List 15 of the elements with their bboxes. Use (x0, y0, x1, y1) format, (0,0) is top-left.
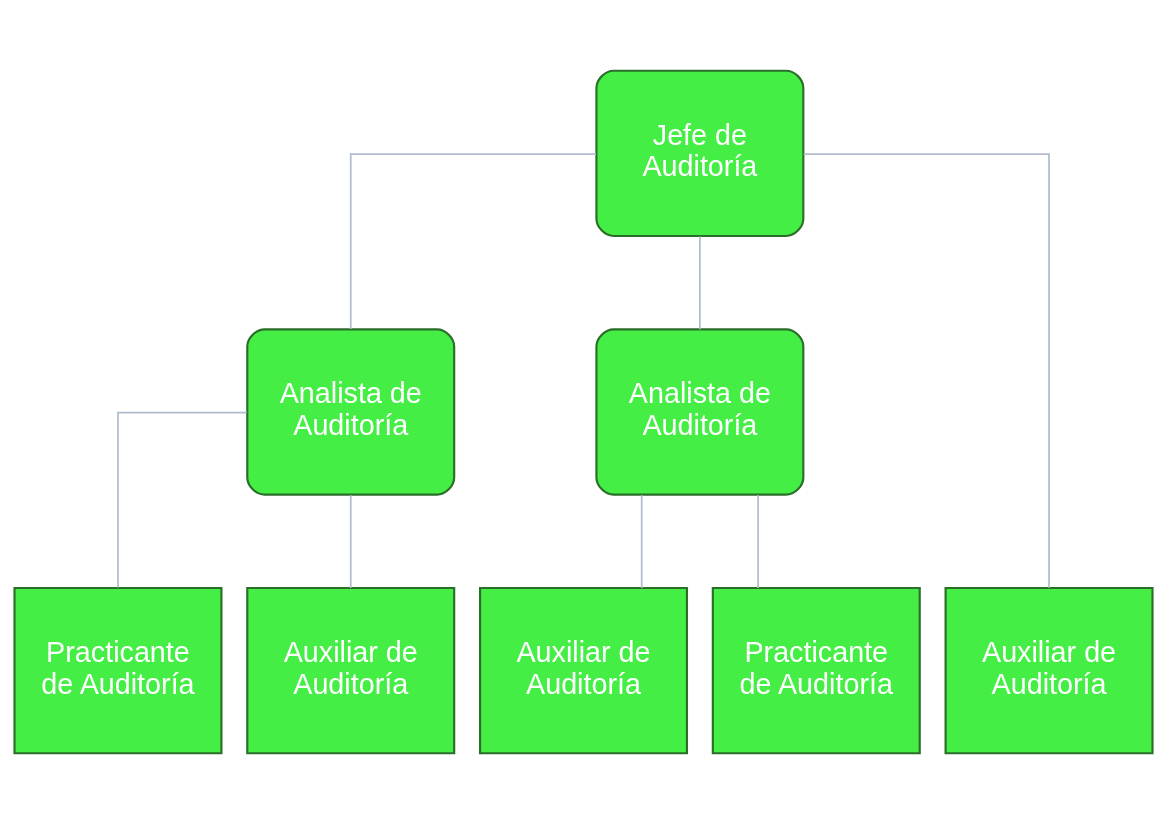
node-box: Analista de Auditoría (246, 327, 456, 496)
connector (640, 493, 643, 589)
connector (699, 235, 701, 330)
connector (757, 493, 759, 589)
node-box: Auxiliar de Auditoría (944, 586, 1154, 754)
node-box: Auxiliar de Auditoría (478, 586, 689, 754)
connector (802, 152, 1050, 588)
node-box: Jefe de Auditoría (595, 69, 805, 237)
connector (349, 493, 352, 589)
node-box: Practicante de Auditoría (13, 586, 223, 754)
node-box: Auxiliar de Auditoría (246, 586, 456, 754)
node-box: Analista de Auditoría (595, 327, 805, 496)
connector (117, 411, 248, 588)
connector (349, 152, 597, 330)
node-box: Practicante de Auditoría (711, 586, 921, 754)
